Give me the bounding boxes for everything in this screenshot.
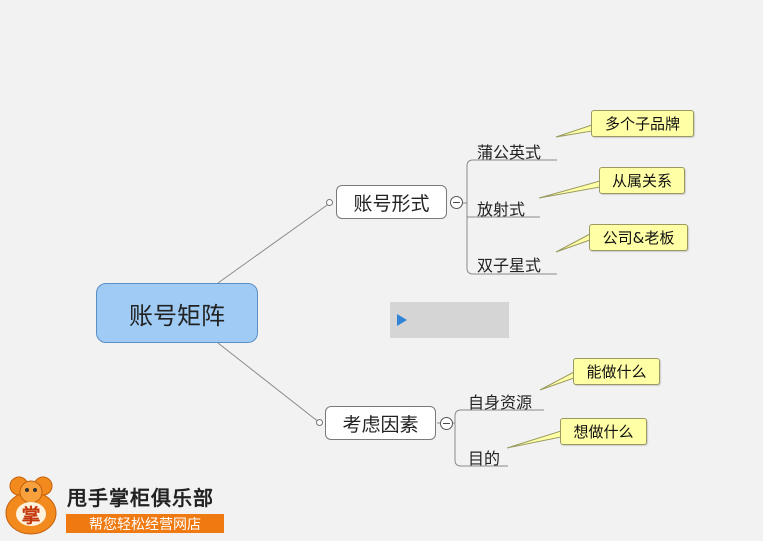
branch-connector-dot <box>316 419 323 426</box>
note-callout[interactable]: 从属关系 <box>599 167 685 194</box>
root-label: 账号矩阵 <box>129 301 225 330</box>
note-text: 多个子品牌 <box>604 115 680 133</box>
brand-subtitle-text: 帮您轻松经营网店 <box>89 516 201 533</box>
note-text: 能做什么 <box>586 363 647 381</box>
leaf-node[interactable]: 双子星式 <box>477 256 542 275</box>
leaf-node[interactable]: 目的 <box>468 449 501 468</box>
leaf-node[interactable]: 自身资源 <box>468 393 533 412</box>
branch-node-considerations[interactable]: 考虑因素 <box>325 406 436 440</box>
collapse-toggle-icon[interactable]: − <box>450 196 463 209</box>
mascot-logo-icon: 掌 <box>5 476 57 535</box>
leaf-node[interactable]: 蒲公英式 <box>477 143 542 162</box>
branch-connector-dot <box>326 199 333 206</box>
collapse-symbol: − <box>451 196 462 209</box>
note-callout[interactable]: 公司&老板 <box>589 224 688 251</box>
note-text: 从属关系 <box>611 172 672 190</box>
root-node[interactable]: 账号矩阵 <box>96 283 258 343</box>
media-player-placeholder[interactable] <box>390 302 509 338</box>
mascot-char: 掌 <box>21 504 40 527</box>
note-text: 公司&老板 <box>602 229 675 247</box>
note-text: 想做什么 <box>573 423 634 441</box>
branch-label: 账号形式 <box>353 192 430 215</box>
brand-title: 甩手掌柜俱乐部 <box>67 486 214 510</box>
play-icon[interactable] <box>397 314 407 326</box>
note-callout[interactable]: 多个子品牌 <box>591 110 694 137</box>
collapse-toggle-icon[interactable]: − <box>440 417 453 430</box>
brand-subtitle: 帮您轻松经营网店 <box>66 514 224 533</box>
branch-label: 考虑因素 <box>342 413 419 436</box>
leaf-node[interactable]: 放射式 <box>477 200 526 219</box>
note-callout[interactable]: 能做什么 <box>573 358 660 385</box>
note-callout[interactable]: 想做什么 <box>560 418 647 445</box>
collapse-symbol: − <box>441 417 452 430</box>
brand-watermark: 掌 甩手掌柜俱乐部 帮您轻松经营网店 <box>0 472 240 541</box>
branch-node-account-form[interactable]: 账号形式 <box>336 185 447 219</box>
